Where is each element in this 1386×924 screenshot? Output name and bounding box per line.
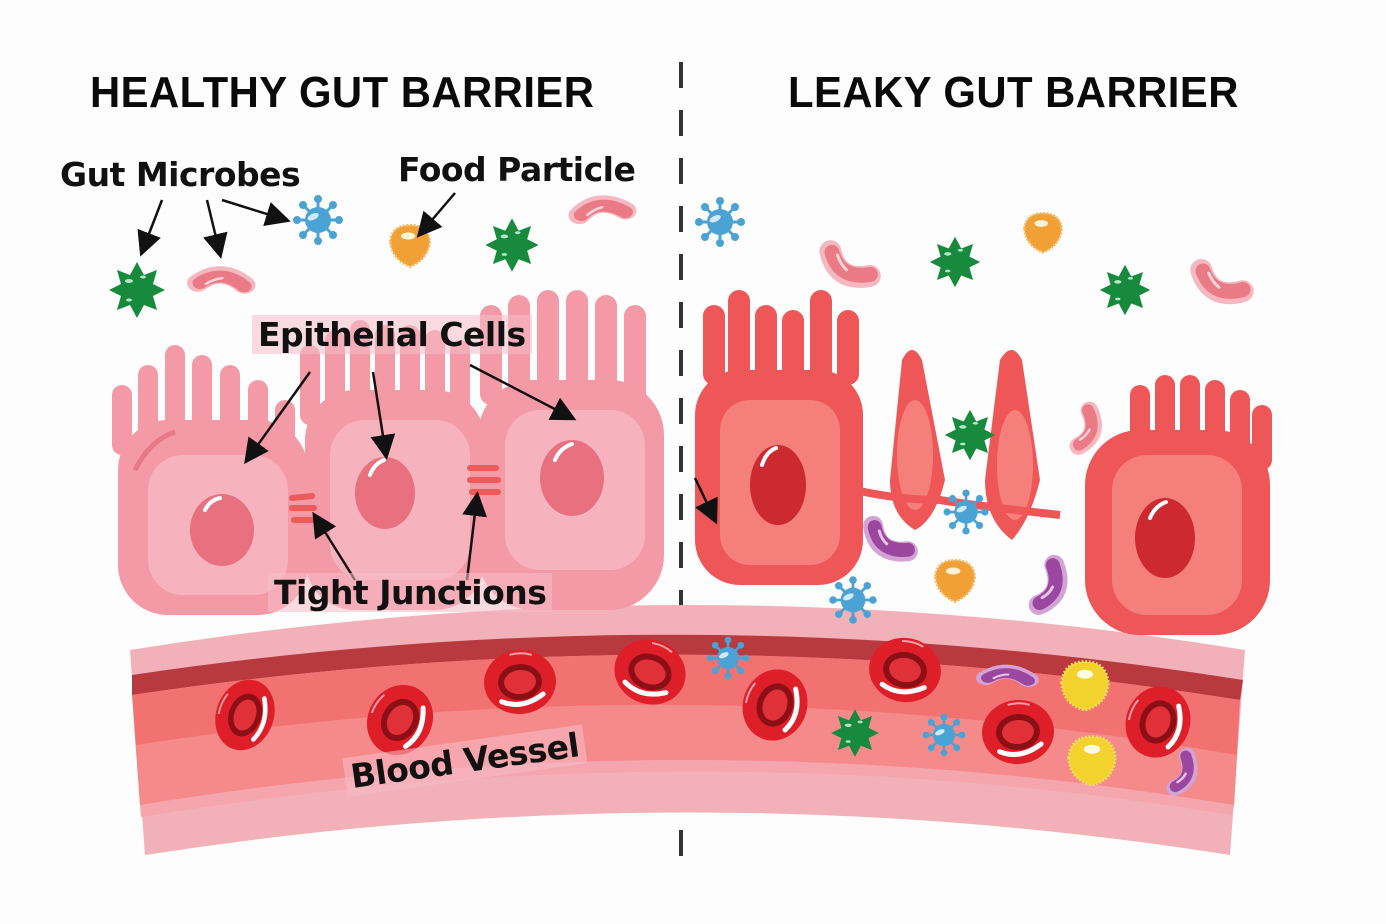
blood-vessel: [130, 605, 1245, 855]
label-gut-microbes: Gut Microbes: [60, 155, 301, 194]
label-epithelial-cells: Epithelial Cells: [252, 315, 532, 354]
label-tight-junctions: Tight Junctions: [268, 573, 553, 612]
annotation-arrows: [137, 192, 718, 581]
label-food-particle: Food Particle: [398, 150, 636, 189]
leaky-epithelial-cells: [695, 290, 1272, 635]
title-leaky: LEAKY GUT BARRIER: [788, 68, 1239, 117]
title-healthy: HEALTHY GUT BARRIER: [90, 68, 595, 117]
